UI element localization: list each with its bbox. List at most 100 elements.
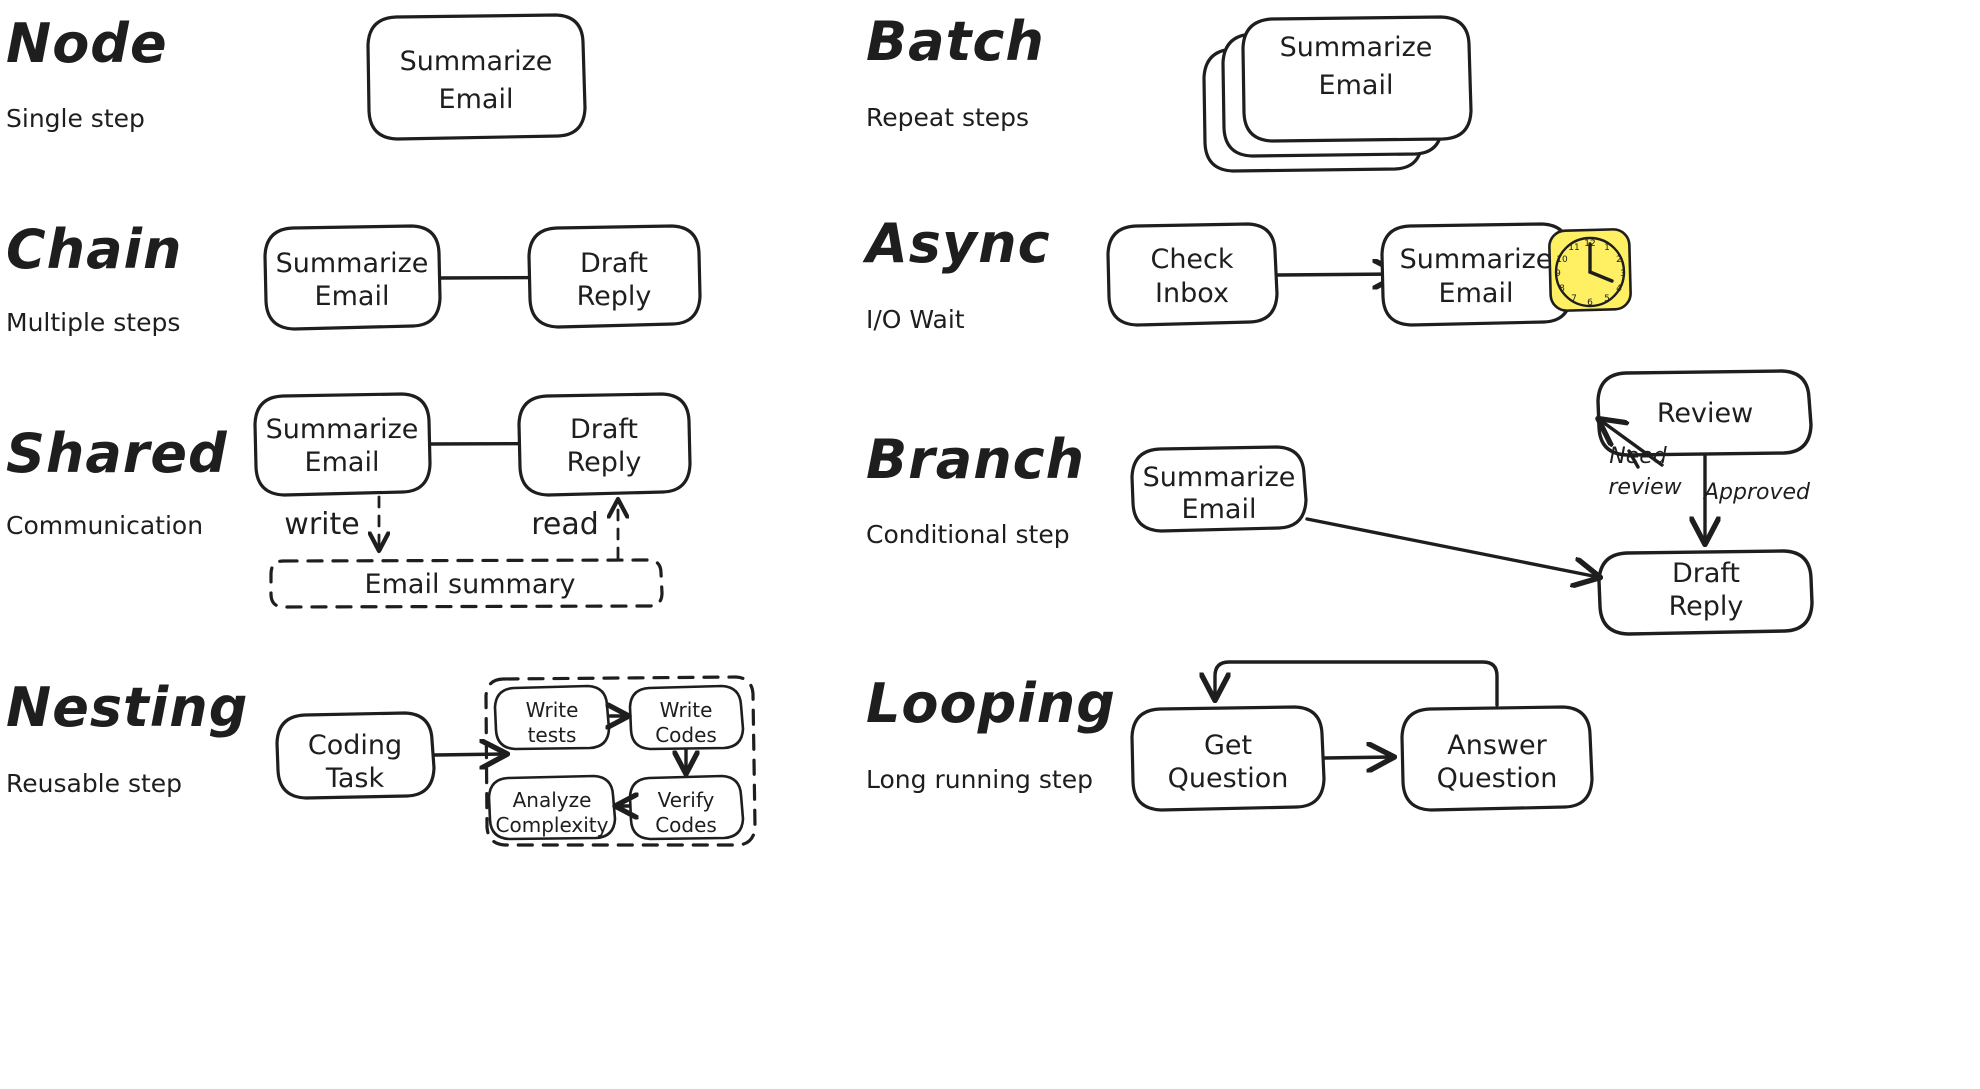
looping-get-line1: Get <box>1204 730 1252 761</box>
looping-box-answer-question[interactable]: Answer Question <box>1400 705 1594 812</box>
batch-label-line1: Summarize <box>1280 32 1433 63</box>
section-shared: Shared Communication Summarize Email Dra… <box>6 392 692 609</box>
nesting-inner-3-line1: Analyze <box>513 788 592 812</box>
svg-text:4: 4 <box>1616 284 1622 294</box>
shared-to-line2: Reply <box>567 447 642 478</box>
looping-edge-back <box>1215 660 1499 707</box>
branch-label-need-review-line1: Need <box>1609 444 1668 469</box>
section-looping: Looping Long running step Get Question A… <box>866 660 1594 812</box>
svg-text:6: 6 <box>1587 298 1593 308</box>
nesting-inner-3-line2: Complexity <box>496 813 609 837</box>
nesting-box-write-codes[interactable]: Write Codes <box>628 684 745 751</box>
svg-text:8: 8 <box>1559 284 1565 294</box>
section-nesting: Nesting Reusable step Coding Task Write … <box>6 675 757 847</box>
chain-box-summarize-email[interactable]: Summarize Email <box>263 224 442 331</box>
shared-box-summarize-email[interactable]: Summarize Email <box>253 392 432 497</box>
chain-from-line2: Email <box>315 281 390 312</box>
section-subtitle-nesting: Reusable step <box>6 769 182 798</box>
batch-label-line2: Email <box>1319 70 1394 101</box>
nesting-inner-1-line2: Codes <box>655 723 717 747</box>
clock-icon: 12 1 2 3 4 5 6 7 8 9 10 11 <box>1548 228 1632 312</box>
chain-from-line1: Summarize <box>276 248 429 279</box>
section-node: Node Single step Summarize Email <box>6 12 587 141</box>
chain-box-draft-reply[interactable]: Draft Reply <box>527 224 702 329</box>
section-async: Async I/O Wait Check Inbox Summarize Ema… <box>862 212 1632 334</box>
svg-text:12: 12 <box>1584 239 1595 249</box>
nesting-arrow-into-flow <box>433 754 505 755</box>
shared-box-draft-reply[interactable]: Draft Reply <box>517 392 692 497</box>
svg-text:10: 10 <box>1556 255 1568 265</box>
async-to-line1: Summarize <box>1400 244 1553 275</box>
node-box-summarize-email[interactable]: Summarize Email <box>366 13 587 141</box>
node-label-line2: Email <box>439 84 514 115</box>
batch-card-stack[interactable]: Summarize Email <box>1202 15 1473 173</box>
async-box-check-inbox[interactable]: Check Inbox <box>1106 222 1279 327</box>
svg-text:1: 1 <box>1604 243 1610 253</box>
nesting-box-write-tests[interactable]: Write tests <box>493 684 611 751</box>
shared-from-line1: Summarize <box>266 414 419 445</box>
section-title-node: Node <box>6 12 168 75</box>
async-from-line1: Check <box>1150 244 1233 275</box>
nesting-inner-1-line1: Write <box>660 698 713 722</box>
branch-box-review[interactable] <box>1596 369 1813 457</box>
branch-edge-direct <box>1305 517 1598 577</box>
section-subtitle-chain: Multiple steps <box>6 308 180 337</box>
branch-label-approved: Approved <box>1702 480 1811 505</box>
section-title-chain: Chain <box>6 218 182 281</box>
async-arrow <box>1276 274 1398 275</box>
async-box-summarize-email[interactable]: Summarize Email <box>1380 222 1573 327</box>
chain-to-line2: Reply <box>577 281 652 312</box>
section-title-nesting: Nesting <box>6 676 248 739</box>
branch-edge-need-review-stub <box>1627 449 1640 469</box>
section-chain: Chain Multiple steps Summarize Email Dra… <box>6 218 702 337</box>
section-title-batch: Batch <box>866 10 1045 73</box>
looping-box-get-question[interactable]: Get Question <box>1130 705 1326 812</box>
branch-draft-line1: Draft <box>1672 558 1740 589</box>
section-subtitle-batch: Repeat steps <box>866 103 1029 132</box>
branch-from-line1: Summarize <box>1143 462 1296 493</box>
shared-store-label: Email summary <box>365 569 576 600</box>
nesting-box-coding-task[interactable]: Coding Task <box>275 711 436 800</box>
nesting-inner-0-line1: Write <box>526 698 579 722</box>
async-from-line2: Inbox <box>1155 278 1229 309</box>
chain-to-line1: Draft <box>580 248 648 279</box>
shared-read-label: read <box>531 507 599 542</box>
looping-edge-forward <box>1323 757 1392 758</box>
nesting-box-analyze-complexity[interactable]: Analyze Complexity <box>487 774 617 841</box>
branch-from-line2: Email <box>1182 494 1257 525</box>
shared-write-label: write <box>284 507 359 542</box>
looping-answer-line2: Question <box>1437 763 1558 794</box>
branch-draft-line2: Reply <box>1669 591 1744 622</box>
svg-text:7: 7 <box>1571 294 1577 304</box>
nesting-inner-2-line1: Verify <box>658 788 715 812</box>
nesting-task-line1: Coding <box>308 730 402 761</box>
looping-get-line2: Question <box>1168 763 1289 794</box>
section-title-looping: Looping <box>866 672 1116 735</box>
looping-answer-line1: Answer <box>1447 730 1547 761</box>
node-label-line1: Summarize <box>400 46 553 77</box>
branch-label-need-review-line2: review <box>1608 475 1682 500</box>
branch-edge-need-review <box>1600 420 1664 467</box>
nesting-box-verify-codes[interactable]: Verify Codes <box>628 774 745 841</box>
section-subtitle-branch: Conditional step <box>866 520 1070 549</box>
svg-text:2: 2 <box>1616 255 1622 265</box>
section-title-async: Async <box>862 212 1051 275</box>
nesting-inner-0-line2: tests <box>528 723 577 747</box>
svg-text:9: 9 <box>1555 269 1561 279</box>
svg-text:5: 5 <box>1604 294 1610 304</box>
branch-box-summarize-email[interactable]: Summarize Email <box>1130 445 1308 533</box>
section-title-shared: Shared <box>6 422 228 485</box>
section-branch: Branch Conditional step Summarize Email … <box>866 369 1814 636</box>
section-subtitle-looping: Long running step <box>866 765 1093 794</box>
batch-card-front <box>1241 15 1473 143</box>
shared-to-line1: Draft <box>570 414 638 445</box>
shared-store-box[interactable] <box>269 558 664 609</box>
nesting-task-line2: Task <box>325 763 385 794</box>
nesting-inner-2-line2: Codes <box>655 813 717 837</box>
shared-from-line2: Email <box>305 447 380 478</box>
section-title-branch: Branch <box>866 428 1085 491</box>
svg-text:3: 3 <box>1620 269 1626 279</box>
async-to-line2: Email <box>1439 278 1514 309</box>
nesting-subflow-group[interactable] <box>484 675 757 847</box>
